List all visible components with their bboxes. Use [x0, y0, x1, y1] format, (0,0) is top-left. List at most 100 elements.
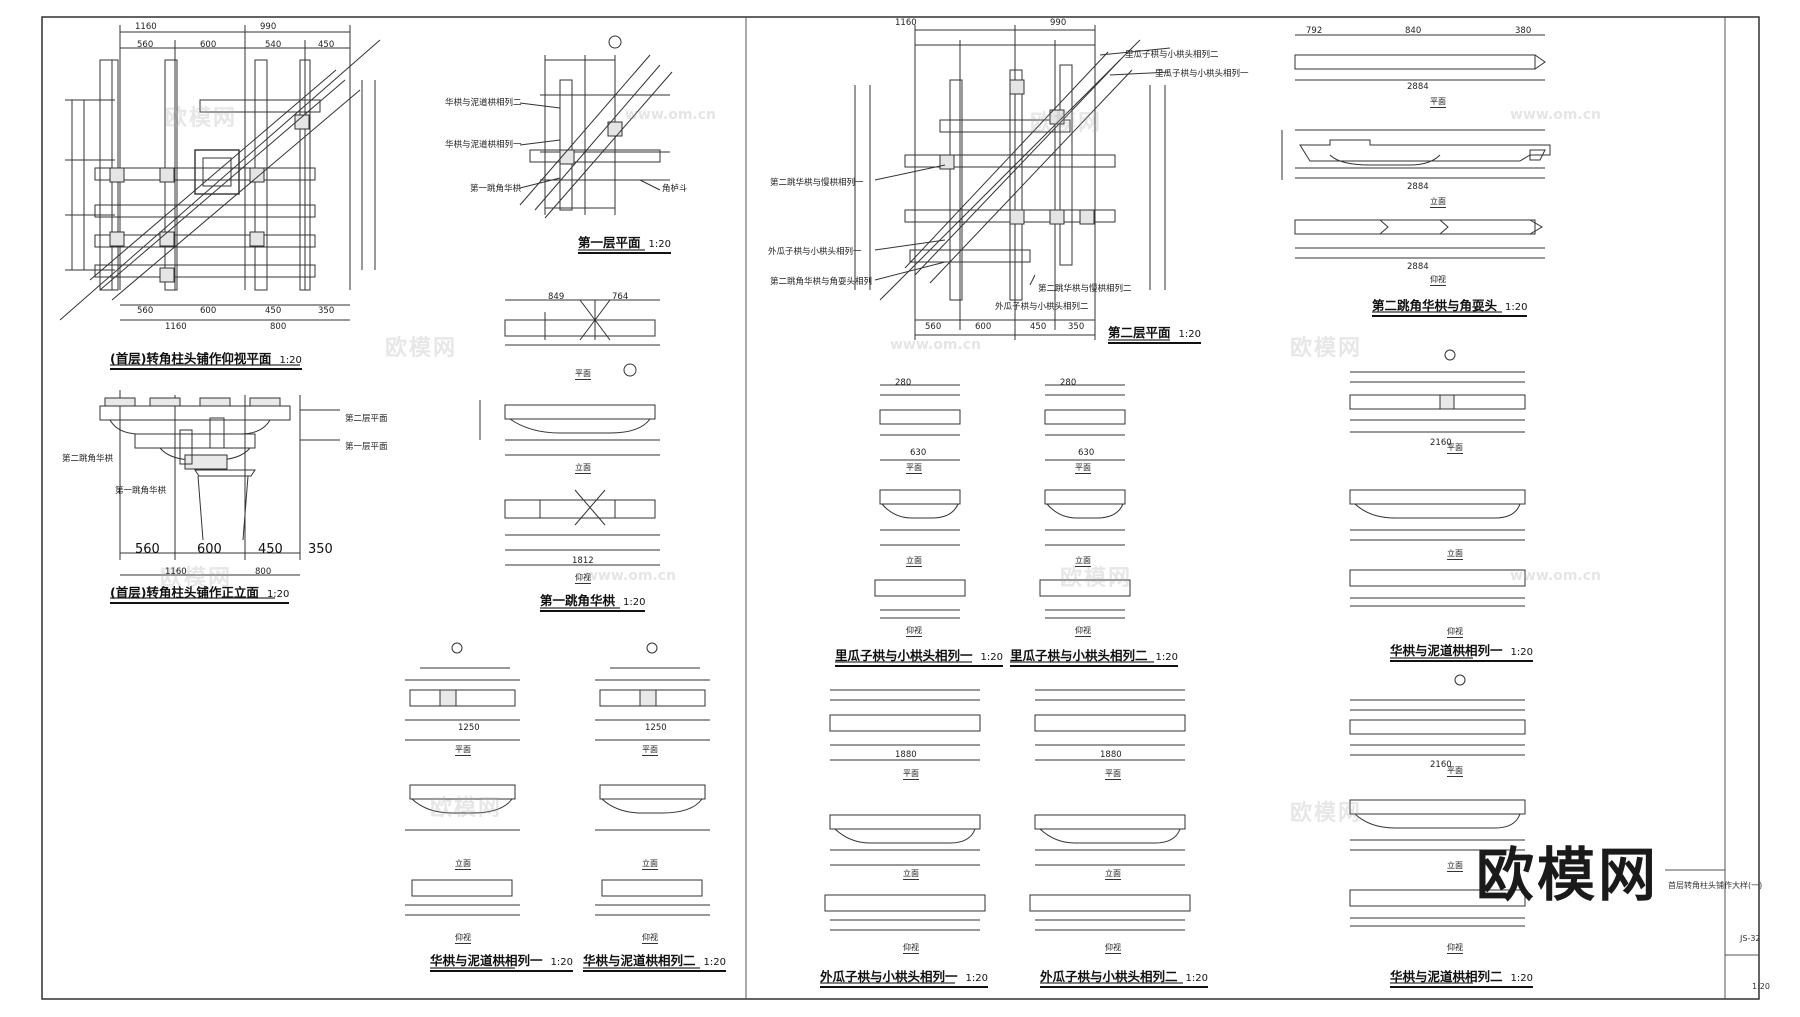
view-inner-arm-1	[874, 384, 966, 619]
dimension: 1160	[895, 18, 917, 28]
dimension: 1880	[1100, 750, 1122, 760]
subview-label: 仰视	[575, 573, 591, 584]
subview-label: 仰视	[1447, 943, 1463, 954]
watermark: 欧模网	[385, 336, 458, 361]
watermark: 欧模网	[160, 566, 233, 591]
dimension: 380	[1515, 26, 1532, 36]
dimension: 540	[265, 40, 282, 50]
dimension: 600	[197, 542, 222, 557]
leader-note: 角栌斗	[662, 184, 688, 194]
subview-label: 平面	[1447, 766, 1463, 777]
subview-label: 平面	[1105, 769, 1121, 780]
subview-label: 仰视	[1447, 627, 1463, 638]
watermark: 欧模网	[1290, 336, 1363, 361]
dimension: 2160	[1430, 438, 1452, 448]
dimension: 1880	[895, 750, 917, 760]
dimension: 1250	[458, 723, 480, 733]
subview-label: 立面	[906, 556, 922, 567]
subview-label: 平面	[575, 369, 591, 380]
subview-label: 立面	[575, 463, 591, 474]
dimension: 2160	[1430, 760, 1452, 770]
dimension: 1250	[645, 723, 667, 733]
leader-note: 第二跳华栱与慢栱相列二	[1038, 284, 1132, 294]
view-arm-pair-2	[595, 642, 710, 916]
leader-note: 第一跳角华栱	[115, 486, 167, 496]
dimension: 280	[1060, 378, 1077, 388]
subview-label: 立面	[1447, 549, 1463, 560]
dimension: 990	[260, 22, 277, 32]
view-outer-arm-1	[824, 689, 986, 931]
leader-note: 华栱与泥道栱相列二	[445, 98, 522, 108]
leader-note: 第二跳角华栱与角耍头相列	[770, 277, 873, 287]
subview-label: 立面	[642, 859, 658, 870]
dimension: 560	[135, 542, 160, 557]
view-inner-arm-2	[1039, 384, 1131, 619]
sheet-scale: 1:20	[1752, 982, 1770, 991]
view-second-layer-plan	[854, 25, 1171, 340]
dimension: 990	[1050, 18, 1067, 28]
subview-label: 仰视	[903, 943, 919, 954]
subview-label: 平面	[1447, 443, 1463, 454]
sheet-border	[41, 16, 1760, 1000]
dimension: 350	[1068, 322, 1085, 332]
view-second-corner-arm	[1281, 34, 1551, 259]
subview-label: 仰视	[1430, 275, 1446, 286]
subview-label: 仰视	[1075, 626, 1091, 637]
sheet-number: JS-32	[1740, 934, 1761, 943]
watermark-url: www.om.cn	[585, 568, 677, 584]
subview-label: 平面	[642, 745, 658, 756]
dimension: 849	[548, 292, 565, 302]
view-arm-pair-1	[405, 642, 520, 916]
view-first-layer-plan	[519, 35, 673, 219]
dimension: 2884	[1407, 262, 1429, 272]
watermark: 欧模网	[1060, 566, 1133, 591]
subview-label: 平面	[906, 463, 922, 474]
subview-label: 立面	[1105, 869, 1121, 880]
view-first-corner-arm	[479, 299, 660, 566]
dimension: 350	[308, 542, 333, 557]
leader-note: 第二跳角华栱	[62, 454, 114, 464]
watermark-url: www.om.cn	[1510, 568, 1602, 584]
dimension: 1160	[165, 567, 187, 577]
subview-label: 仰视	[1105, 943, 1121, 954]
leader-note: 里瓜子栱与小栱头相列二	[1125, 50, 1219, 60]
leader-note: 华栱与泥道栱相列一	[445, 140, 522, 150]
view-right-arm-set-1	[1349, 349, 1526, 607]
view-corner-elevation	[99, 390, 340, 576]
watermark: 欧模网	[1290, 801, 1363, 826]
subview-label: 立面	[1075, 556, 1091, 567]
dimension: 600	[200, 306, 217, 316]
watermark: 欧模网	[1030, 111, 1103, 136]
dimension: 600	[975, 322, 992, 332]
dimension: 2884	[1407, 182, 1429, 192]
dimension: 450	[265, 306, 282, 316]
dimension: 630	[910, 448, 927, 458]
watermark: 欧模网	[430, 796, 503, 821]
dimension: 280	[895, 378, 912, 388]
leader-note: 第一层平面	[345, 442, 388, 452]
watermark-url: www.om.cn	[890, 337, 982, 353]
leader-note: 第二层平面	[345, 414, 388, 424]
dimension: 800	[270, 322, 287, 332]
subview-label: 立面	[1430, 197, 1446, 208]
subview-label: 仰视	[455, 933, 471, 944]
leader-note: 第二跳华栱与慢栱相列一	[770, 178, 864, 188]
dimension: 560	[137, 40, 154, 50]
dimension: 630	[1078, 448, 1095, 458]
dimension: 350	[318, 306, 335, 316]
subview-label: 仰视	[906, 626, 922, 637]
dimension: 764	[612, 292, 629, 302]
